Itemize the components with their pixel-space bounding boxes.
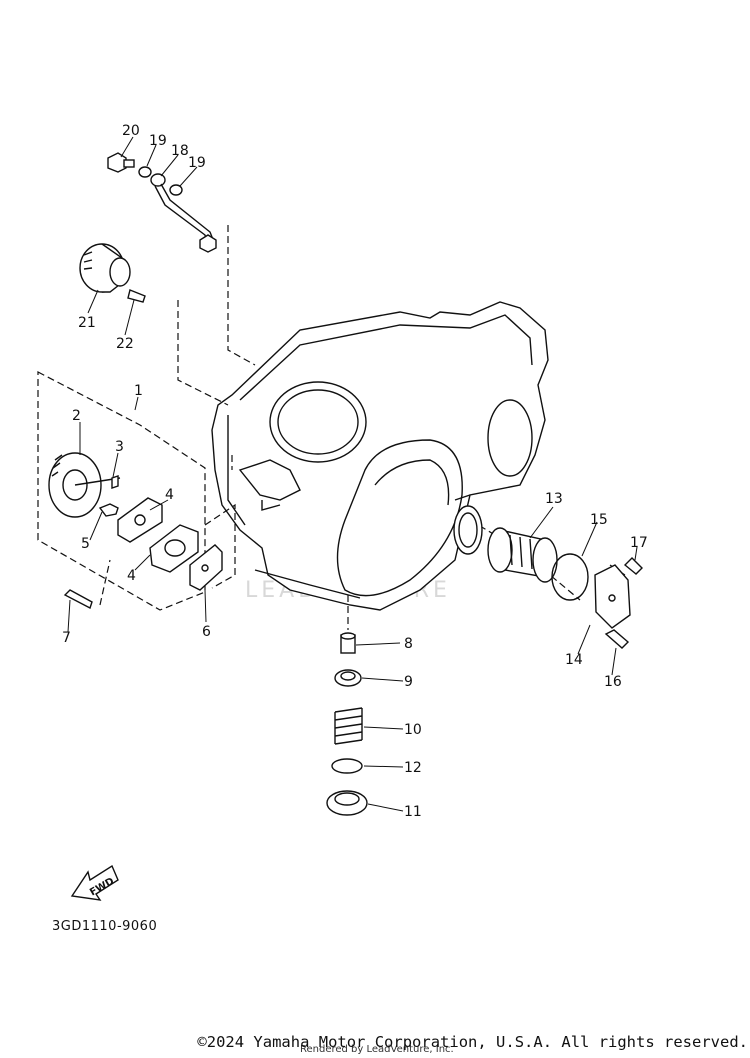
pin-22: [127, 289, 146, 303]
callout-2: 2: [72, 408, 81, 424]
callout-10: 10: [404, 722, 422, 738]
bolt-16: [604, 629, 630, 649]
callout-11: 11: [404, 804, 422, 820]
callout-16: 16: [604, 674, 622, 690]
footer: Rendered by LeadVenture, Inc. ©2024 Yama…: [0, 1031, 750, 1058]
cover-6: [189, 544, 223, 591]
rotor-4b: [149, 524, 199, 573]
cover-14: [594, 564, 631, 629]
leader-bolt7: [99, 559, 111, 606]
plug-11: [326, 790, 368, 816]
fwd-arrow-icon: FWD: [70, 864, 119, 901]
leader-cover-left: [177, 300, 229, 406]
callout-12: 12: [404, 760, 422, 776]
o-ring-12: [331, 758, 363, 774]
callout-19b: 19: [188, 155, 206, 171]
oil-pipe-18: [150, 173, 217, 253]
gasket-filter: [453, 505, 483, 555]
callout-17: 17: [630, 535, 648, 551]
washer-19a: [138, 166, 152, 178]
bolt-7: [63, 589, 93, 609]
rendered-by-text: Rendered by LeadVenture, Inc.: [300, 1044, 454, 1055]
copyright-text: ©2024 Yamaha Motor Corporation, U.S.A. A…: [197, 1033, 748, 1051]
callout-6: 6: [202, 624, 211, 640]
pump-assy-box: [37, 371, 206, 611]
bolt-17: [623, 557, 643, 575]
leader-lines: [67, 136, 638, 812]
parts-diagram: LEADVENTURE: [37, 123, 648, 934]
washer-19b: [169, 184, 183, 196]
oil-filter-13: [487, 527, 558, 583]
gear-21: [79, 243, 131, 293]
gear-2: [48, 452, 121, 518]
callout-18: 18: [171, 143, 189, 159]
callout-13: 13: [545, 491, 563, 507]
callout-9: 9: [404, 674, 413, 690]
bolt-20: [107, 152, 135, 173]
strainer-8: [340, 632, 356, 654]
callout-4a: 4: [165, 487, 174, 503]
callout-15: 15: [590, 512, 608, 528]
leader-pump: [204, 503, 236, 589]
callout-21: 21: [78, 315, 96, 331]
spring-10: [334, 707, 363, 745]
crankcase-cover: [211, 301, 549, 611]
callout-14: 14: [565, 652, 583, 668]
callout-3: 3: [115, 439, 124, 455]
bolt-9: [334, 669, 362, 687]
callout-4b: 4: [127, 568, 136, 584]
callout-22: 22: [116, 336, 134, 352]
callout-7: 7: [62, 630, 71, 646]
o-ring-15: [551, 553, 589, 601]
callout-19a: 19: [149, 133, 167, 149]
callout-5: 5: [81, 536, 90, 552]
leader-cover-upper: [227, 225, 256, 366]
screw-5: [98, 503, 119, 517]
pin-3: [111, 475, 119, 489]
rotor-4a: [117, 497, 163, 543]
diagram-code: 3GD1110-9060: [52, 919, 157, 934]
callout-20: 20: [122, 123, 140, 139]
callout-8: 8: [404, 636, 413, 652]
callout-1: 1: [134, 383, 143, 399]
